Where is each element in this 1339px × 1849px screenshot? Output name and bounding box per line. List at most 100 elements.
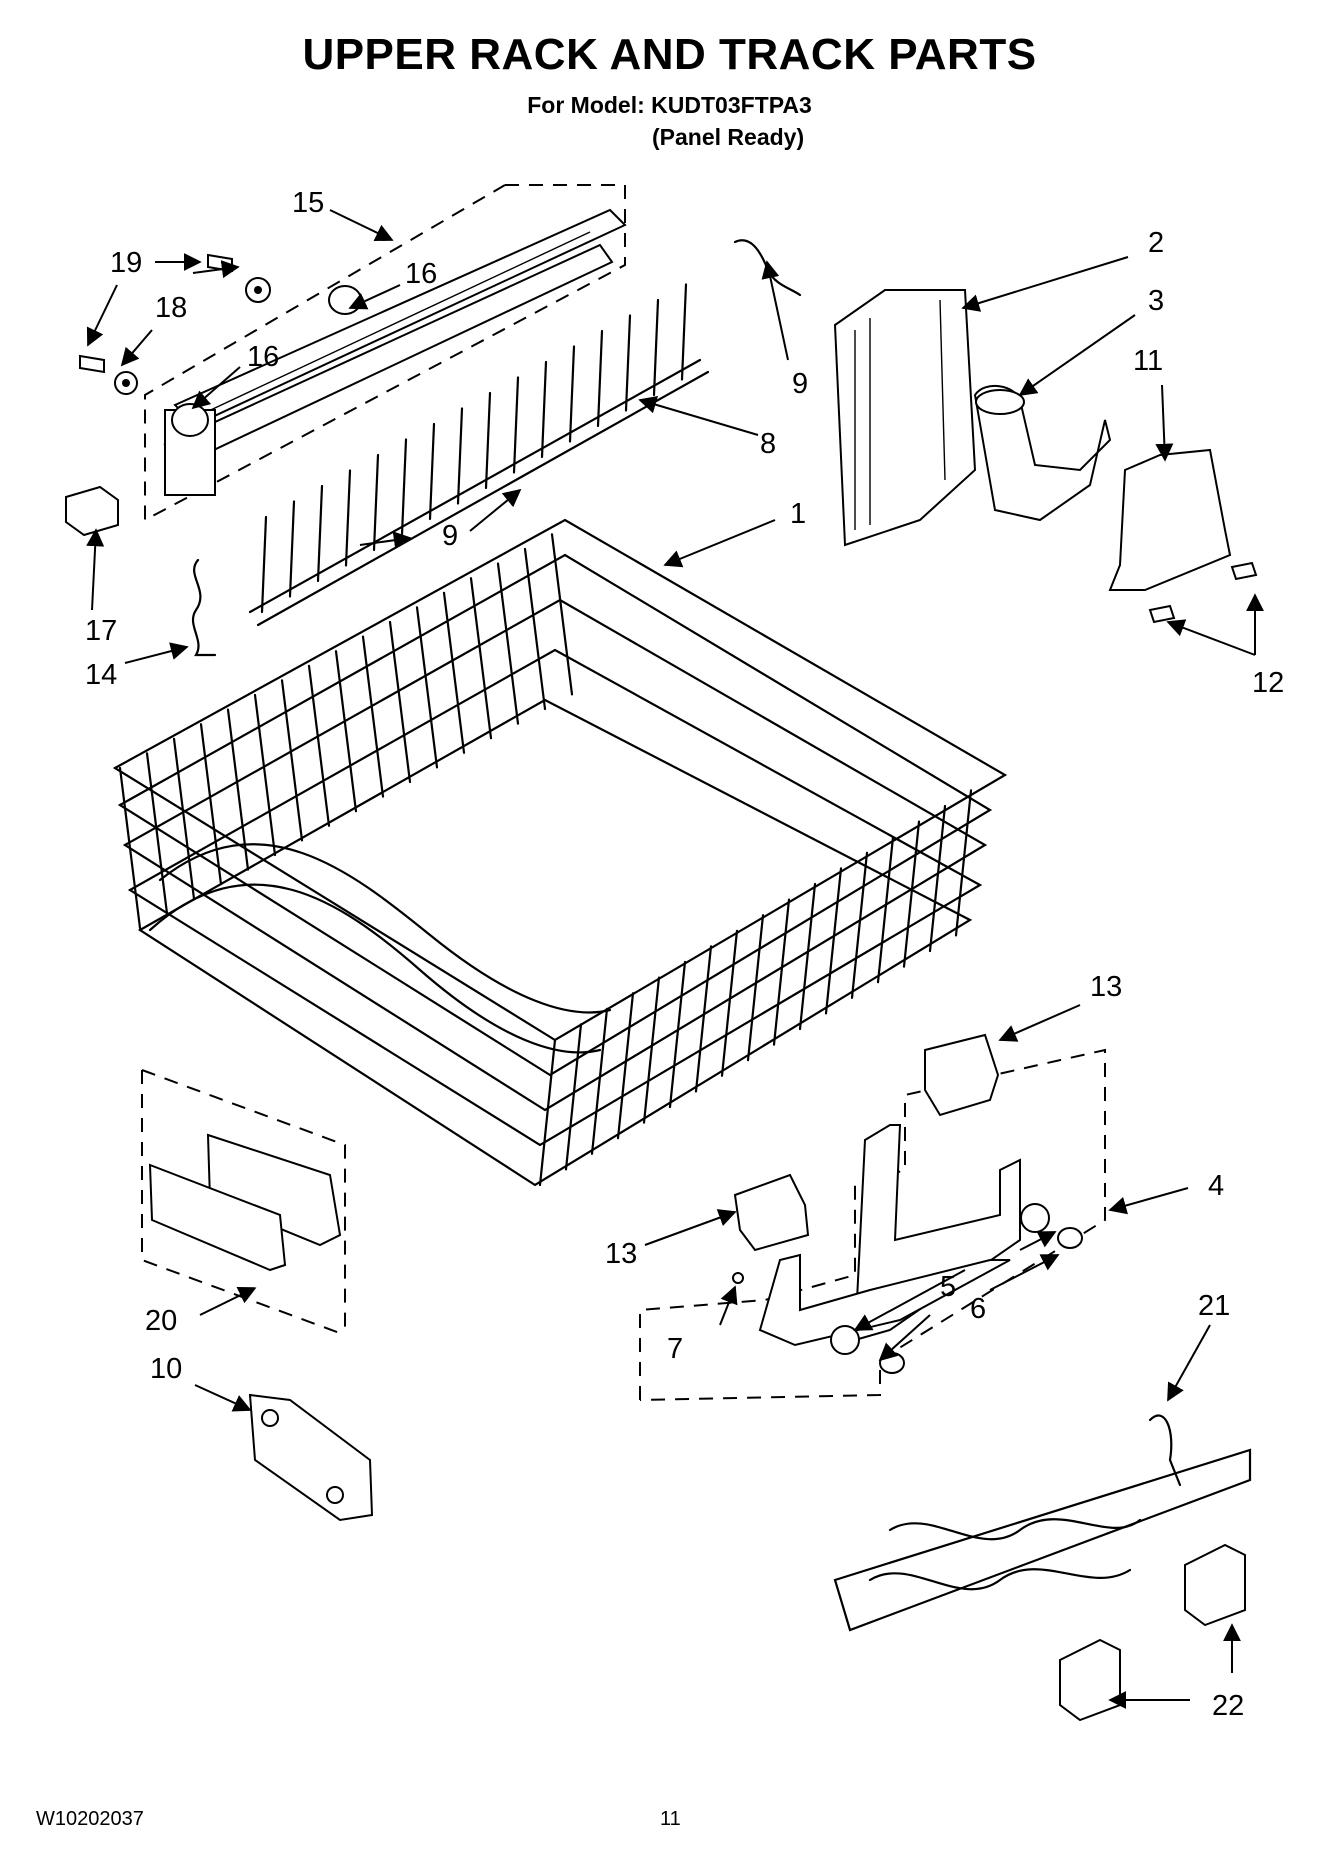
tray-clip-icon [1059, 1638, 1121, 1722]
basket-wire [172, 737, 196, 900]
screw-icon [1230, 561, 1258, 581]
upper-rack-basket [112, 518, 1008, 1187]
tine-wire [316, 484, 324, 583]
basket-wire [590, 1007, 609, 1155]
rack-bumper-kit [141, 1069, 346, 1336]
callout-9: 9 [792, 368, 808, 400]
basket-wire [145, 752, 169, 915]
screw-icon [1148, 604, 1176, 624]
basket-wire [616, 992, 635, 1140]
basket-wire [496, 562, 520, 725]
callout-20: 20 [145, 1305, 177, 1337]
basket-wire [928, 804, 947, 953]
callout-16: 16 [405, 258, 437, 290]
basket-wire [850, 851, 869, 999]
tine-wire [652, 298, 660, 397]
callout-18: 18 [155, 292, 187, 324]
axle-icon [1057, 1227, 1083, 1249]
basket-wire [668, 960, 687, 1109]
variant-line: (Panel Ready) [652, 124, 805, 150]
track-assembly [639, 1033, 1106, 1401]
leader-lines [86, 209, 1264, 1709]
callout-8: 8 [760, 428, 776, 460]
basket-wire [442, 591, 466, 754]
callout-22: 22 [1212, 1690, 1244, 1722]
tine-wire [456, 407, 464, 505]
callout-1: 1 [790, 498, 806, 530]
model-line: For Model: KUDT03FTPA3 [527, 92, 812, 118]
clip-icon [732, 1272, 744, 1284]
basket-wire [415, 606, 439, 769]
basket-wire [280, 679, 304, 842]
basket-wire [226, 708, 250, 871]
callout-11: 11 [1133, 345, 1163, 377]
basket-wire [902, 820, 921, 968]
basket-wire [118, 766, 142, 930]
callout-21: 21 [1198, 1290, 1230, 1322]
basket-wire [523, 547, 547, 711]
basket-wire [642, 976, 661, 1124]
basket-wire [564, 1023, 583, 1171]
wheel-icon [830, 1325, 860, 1355]
callout-9: 9 [442, 520, 458, 552]
callout-4: 4 [1208, 1170, 1224, 1202]
basket-wire [954, 789, 973, 937]
basket-wire [307, 664, 331, 827]
page-number: 11 [660, 1808, 681, 1830]
rack-adjuster-assembly [79, 184, 627, 522]
callout-2: 2 [1148, 227, 1164, 259]
rack-clip-icon [65, 485, 119, 537]
basket-wire [199, 723, 223, 886]
tine-wire [484, 391, 492, 490]
dish-tray-wire [833, 1414, 1252, 1632]
callout-16: 16 [247, 341, 279, 373]
tine-wire [512, 376, 520, 474]
basket-wire [334, 650, 358, 813]
tine-wire [344, 469, 352, 567]
basket-wire [746, 914, 765, 1062]
tine-wire [568, 345, 576, 443]
tine-wire [372, 453, 380, 552]
tine-wire [288, 500, 296, 598]
tine-wire [680, 283, 688, 381]
callout-13: 13 [605, 1238, 637, 1270]
callout-13: 13 [1090, 971, 1122, 1003]
basket-wire [388, 620, 412, 784]
callout-14: 14 [85, 659, 117, 691]
tine-wire [540, 360, 548, 459]
basket-wire [550, 533, 574, 696]
basket-wire [694, 945, 713, 1093]
basket-wire [824, 867, 843, 1015]
screw-icon [79, 354, 105, 374]
callout-17: 17 [85, 615, 117, 647]
tine-wire [428, 422, 436, 521]
callout-15: 15 [292, 187, 324, 219]
basket-wire [469, 577, 493, 740]
callout-5: 5 [940, 1271, 956, 1303]
basket-wire [361, 635, 385, 798]
tray-clip-icon [1184, 1543, 1246, 1627]
rack-clip-icon [191, 558, 217, 657]
doc-number: W10202037 [36, 1808, 144, 1830]
track-end-caps [833, 289, 1258, 624]
page-title: UPPER RACK AND TRACK PARTS [302, 30, 1037, 79]
callout-10: 10 [150, 1353, 182, 1385]
basket-wire [772, 898, 791, 1046]
basket-wire [798, 882, 817, 1031]
callout-7: 7 [667, 1333, 683, 1365]
rack-stop-icon [248, 1393, 374, 1522]
tine-wire [260, 515, 268, 614]
tine-wire [596, 329, 604, 428]
basket-wire [720, 929, 739, 1077]
wheel-icon [1020, 1203, 1050, 1233]
basket-wire [253, 693, 277, 857]
basket-wire [538, 1038, 557, 1187]
folding-tine-row [248, 283, 710, 627]
callout-labels: 15 19 16 18 16 17 14 9 8 9 1 2 3 11 12 1… [85, 187, 1284, 1722]
tine-wire [624, 314, 632, 412]
basket-wire [876, 836, 895, 984]
callout-19: 19 [110, 247, 142, 279]
callout-3: 3 [1148, 285, 1164, 317]
tine-wire [400, 438, 408, 536]
